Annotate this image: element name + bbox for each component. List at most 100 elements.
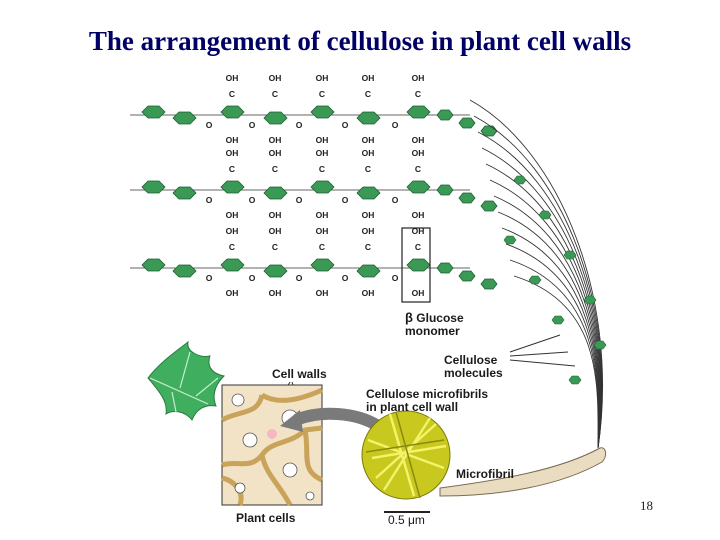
carbon-label: C [415, 89, 421, 99]
glucose-ring [593, 340, 607, 350]
hydroxyl-label: OH [316, 148, 329, 158]
carbon-label: C [365, 89, 371, 99]
hydroxyl-label: OH [362, 288, 375, 298]
slide-title: The arrangement of cellulose in plant ce… [88, 26, 632, 56]
hydroxyl-label: OH [226, 73, 239, 83]
glucose-ring [480, 278, 498, 290]
glucose-ring [458, 270, 476, 282]
glucose-ring [220, 105, 245, 119]
hydroxyl-label: OH [362, 135, 375, 145]
plant-cells-panel [220, 384, 324, 507]
hydroxyl-label: OH [412, 226, 425, 236]
carbon-label: C [319, 89, 325, 99]
hydroxyl-label: OH [226, 226, 239, 236]
hydroxyl-label: OH [226, 288, 239, 298]
carbon-label: C [365, 164, 371, 174]
hydroxyl-label: OH [362, 73, 375, 83]
cellulose-leader-lines [509, 334, 576, 367]
carbon-label: C [415, 164, 421, 174]
oxygen-label: O [342, 273, 349, 283]
cell-walls-label: Cell walls [272, 367, 327, 381]
hydroxyl-label: OH [362, 148, 375, 158]
hydroxyl-label: OH [412, 148, 425, 158]
hydroxyl-label: OH [226, 135, 239, 145]
glucose-ring [356, 186, 381, 200]
glucose-ring [220, 258, 245, 272]
glucose-ring [538, 210, 552, 220]
oxygen-label: O [296, 273, 303, 283]
cellulose-molecule-curve [497, 211, 601, 449]
glucose-ring [263, 186, 288, 200]
hydroxyl-label: OH [316, 288, 329, 298]
glucose-ring [172, 264, 197, 278]
oxygen-label: O [249, 120, 256, 130]
microfibril-label: Microfibril [456, 467, 515, 481]
carbon-label: C [272, 164, 278, 174]
carbon-label: C [415, 242, 421, 252]
microfibril-bundle [439, 447, 607, 497]
hydroxyl-label: OH [412, 288, 425, 298]
carbon-label: C [319, 164, 325, 174]
glucose-ring [310, 105, 335, 119]
hydroxyl-label: OH [316, 73, 329, 83]
glucose-ring [220, 180, 245, 194]
glucose-ring [141, 258, 166, 272]
carbon-label: C [229, 89, 235, 99]
plant-cells-label: Plant cells [236, 511, 296, 525]
glucose-ring [513, 175, 527, 185]
cellulose-molecule-curve [513, 275, 599, 449]
hydroxyl-label: OH [316, 226, 329, 236]
glucose-ring [583, 295, 597, 305]
oxygen-label: O [392, 120, 399, 130]
glucose-ring [528, 275, 542, 285]
hydroxyl-label: OH [362, 226, 375, 236]
zoom-arrow [293, 407, 382, 432]
carbon-label: C [319, 242, 325, 252]
carbon-label: C [229, 242, 235, 252]
oxygen-label: O [249, 273, 256, 283]
oxygen-label: O [206, 273, 213, 283]
hydroxyl-label: OH [316, 210, 329, 220]
glucose-ring [263, 111, 288, 125]
oxygen-label: O [296, 120, 303, 130]
glucose-ring [406, 105, 431, 119]
oxygen-label: O [392, 195, 399, 205]
scale-bar-label: 0.5 μm [388, 513, 425, 527]
leaf-illustration [147, 340, 226, 421]
glucose-ring [480, 200, 498, 212]
glucose-ring [406, 180, 431, 194]
hydroxyl-label: OH [226, 148, 239, 158]
glucose-ring [436, 109, 454, 121]
oxygen-label: O [206, 120, 213, 130]
oxygen-label: O [206, 195, 213, 205]
hydroxyl-label: OH [362, 210, 375, 220]
cellulose-molecule-curve [509, 259, 599, 449]
glucose-ring [263, 264, 288, 278]
hydroxyl-label: OH [269, 288, 282, 298]
glucose-ring [436, 184, 454, 196]
zoom-arrow-head [280, 410, 303, 432]
glucose-ring [563, 250, 577, 260]
oxygen-label: O [342, 120, 349, 130]
glucose-ring [406, 258, 431, 272]
hydroxyl-label: OH [269, 210, 282, 220]
glucose-ring [568, 375, 582, 385]
hydroxyl-label: OH [269, 73, 282, 83]
glucose-ring [172, 186, 197, 200]
hydroxyl-label: OH [412, 73, 425, 83]
glucose-ring [172, 111, 197, 125]
glucose-ring [310, 180, 335, 194]
page-number: 18 [640, 498, 653, 513]
cellulose-molecule-curve [505, 243, 600, 449]
glucose-ring [141, 180, 166, 194]
glucose-ring [436, 262, 454, 274]
hydroxyl-label: OH [316, 135, 329, 145]
glucose-ring [458, 192, 476, 204]
hydroxyl-label: OH [226, 210, 239, 220]
carbon-label: C [229, 164, 235, 174]
glucose-ring [141, 105, 166, 119]
glucose-label: β Glucose monomer [405, 310, 464, 338]
